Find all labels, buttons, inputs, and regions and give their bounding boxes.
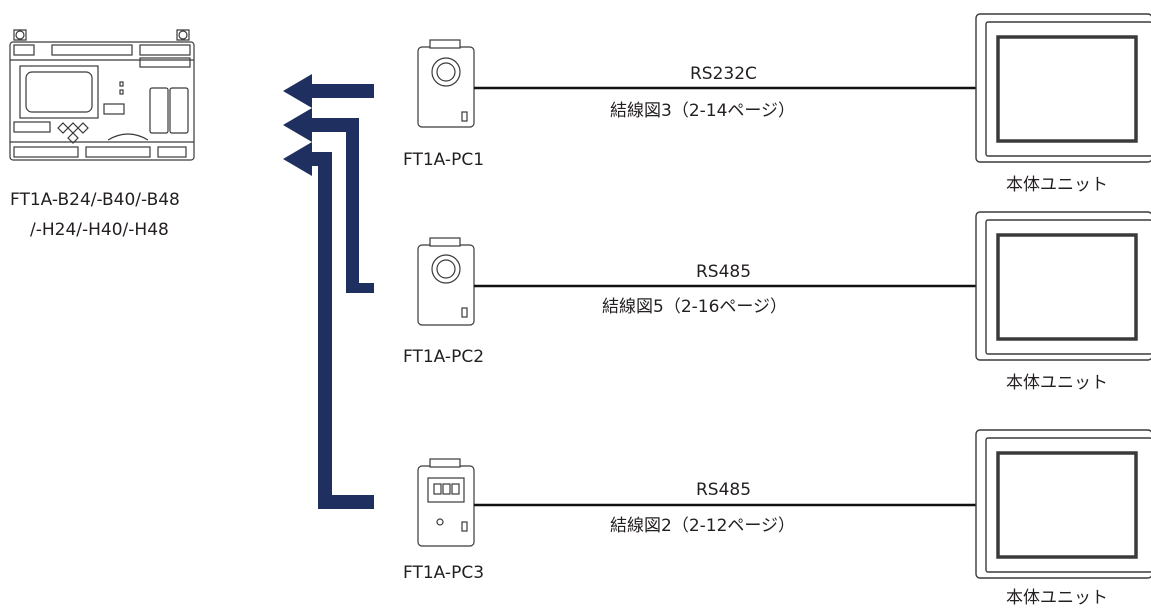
plc-device (9, 29, 195, 161)
protocol-label-3: RS485 (696, 480, 752, 500)
module-pc3 (417, 458, 475, 547)
wiring-label-1: 結線図3（2-14ページ） (610, 101, 796, 121)
protocol-label-2: RS485 (696, 262, 752, 282)
wiring-label-2: 結線図5（2-16ページ） (602, 297, 788, 317)
arrow-pc3 (283, 142, 374, 509)
main-unit-2 (975, 211, 1151, 361)
cables (474, 86, 978, 507)
arrow-pc2 (283, 108, 374, 293)
plc-model-line1: FT1A-B24/-B40/-B48 (10, 190, 180, 210)
protocol-label-1: RS232C (690, 64, 757, 84)
module-label-pc1: FT1A-PC1 (403, 150, 485, 170)
plc-model-line2: /-H24/-H40/-H48 (30, 220, 169, 240)
main-unit-label-3: 本体ユニット (1006, 588, 1108, 608)
module-label-pc2: FT1A-PC2 (403, 347, 485, 367)
main-unit-label-1: 本体ユニット (1006, 175, 1108, 195)
main-unit-label-2: 本体ユニット (1006, 373, 1108, 393)
arrow-group (283, 74, 374, 509)
main-unit-1 (975, 13, 1151, 163)
module-pc1 (417, 39, 475, 128)
arrow-pc1 (283, 74, 374, 108)
wiring-label-3: 結線図2（2-12ページ） (610, 516, 796, 536)
module-pc2 (417, 237, 475, 326)
main-unit-3 (975, 429, 1151, 579)
module-label-pc3: FT1A-PC3 (403, 563, 485, 583)
